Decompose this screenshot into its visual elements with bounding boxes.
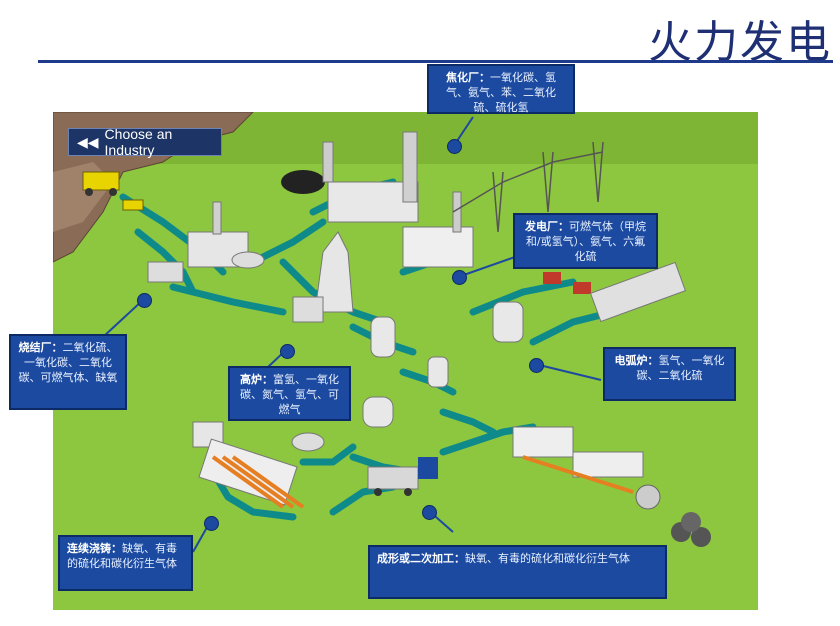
- callout-power-plant-text: 可燃气体（甲烷和/或氢气）、氨气、六氟化硫: [525, 220, 646, 263]
- marker-blast-furnace[interactable]: [280, 344, 295, 359]
- callout-casting-text: 缺氧、有毒的硫化和碳化衍生气体: [67, 542, 177, 570]
- callout-sinter: 烧结厂：二氧化硫、一氧化碳、二氧化碳、可燃气体、缺氧: [9, 334, 127, 410]
- mining-truck: [82, 171, 144, 211]
- callout-arc-furnace-text: 氢气、一氧化碳、二氧化硫: [636, 354, 725, 382]
- callout-casting-name: 连续浇铸：: [67, 542, 122, 555]
- callout-blast-furnace-name: 高炉：: [240, 373, 273, 386]
- blast-furnace: [292, 231, 354, 323]
- callout-blast-furnace: 高炉：富氢、一氧化碳、氮气、氢气、可燃气: [228, 366, 351, 421]
- sinter-plant: [147, 201, 265, 283]
- callout-forming-text: 缺氧、有毒的硫化和碳化衍生气体: [465, 552, 630, 565]
- continuous-casting: [192, 421, 325, 509]
- marker-arc-furnace[interactable]: [529, 358, 544, 373]
- callout-forming: 成形或二次加工：缺氧、有毒的硫化和碳化衍生气体: [368, 545, 667, 599]
- power-plant: [402, 191, 474, 268]
- storage-tanks: [362, 301, 524, 428]
- marker-forming[interactable]: [422, 505, 437, 520]
- callout-sinter-text: 二氧化硫、一氧化碳、二氧化碳、可燃气体、缺氧: [18, 341, 118, 384]
- double-left-arrow-icon: ◀◀: [77, 133, 99, 150]
- callout-arc-furnace-name: 电弧炉：: [614, 354, 659, 367]
- marker-casting[interactable]: [204, 516, 219, 531]
- coal-pile: [281, 170, 325, 194]
- title-underline: [38, 60, 833, 63]
- plant-illustration: [53, 112, 758, 553]
- callout-power-plant-name: 发电厂：: [525, 220, 569, 233]
- callout-coking-text: 一氧化碳、氢气、氨气、苯、二氧化硫、硫化氢: [446, 71, 556, 114]
- coking-plant: [322, 131, 419, 223]
- callout-sinter-name: 烧结厂：: [18, 341, 63, 354]
- transmission-lines: [452, 141, 604, 233]
- marker-power-plant[interactable]: [452, 270, 467, 285]
- arc-furnace: [543, 261, 687, 323]
- callout-forming-name: 成形或二次加工：: [377, 552, 465, 565]
- choose-industry-label: Choose an Industry: [104, 126, 173, 158]
- callout-casting: 连续浇铸：缺氧、有毒的硫化和碳化衍生气体: [58, 535, 193, 591]
- callout-coking-name: 焦化厂：: [446, 71, 490, 84]
- marker-coking[interactable]: [447, 139, 462, 154]
- callout-blast-furnace-text: 富氢、一氧化碳、氮气、氢气、可燃气: [240, 373, 339, 416]
- delivery-truck: [367, 457, 438, 496]
- rolling-mill: [512, 426, 711, 547]
- choose-industry-button[interactable]: ◀◀ Choose an Industry: [68, 126, 222, 158]
- callout-power-plant: 发电厂：可燃气体（甲烷和/或氢气）、氨气、六氟化硫: [513, 213, 658, 269]
- marker-sinter[interactable]: [137, 293, 152, 308]
- callout-arc-furnace: 电弧炉：氢气、一氧化碳、二氧化硫: [603, 347, 736, 401]
- callout-coking: 焦化厂：一氧化碳、氢气、氨气、苯、二氧化硫、硫化氢: [427, 64, 575, 114]
- page-title: 火力发电: [648, 17, 832, 68]
